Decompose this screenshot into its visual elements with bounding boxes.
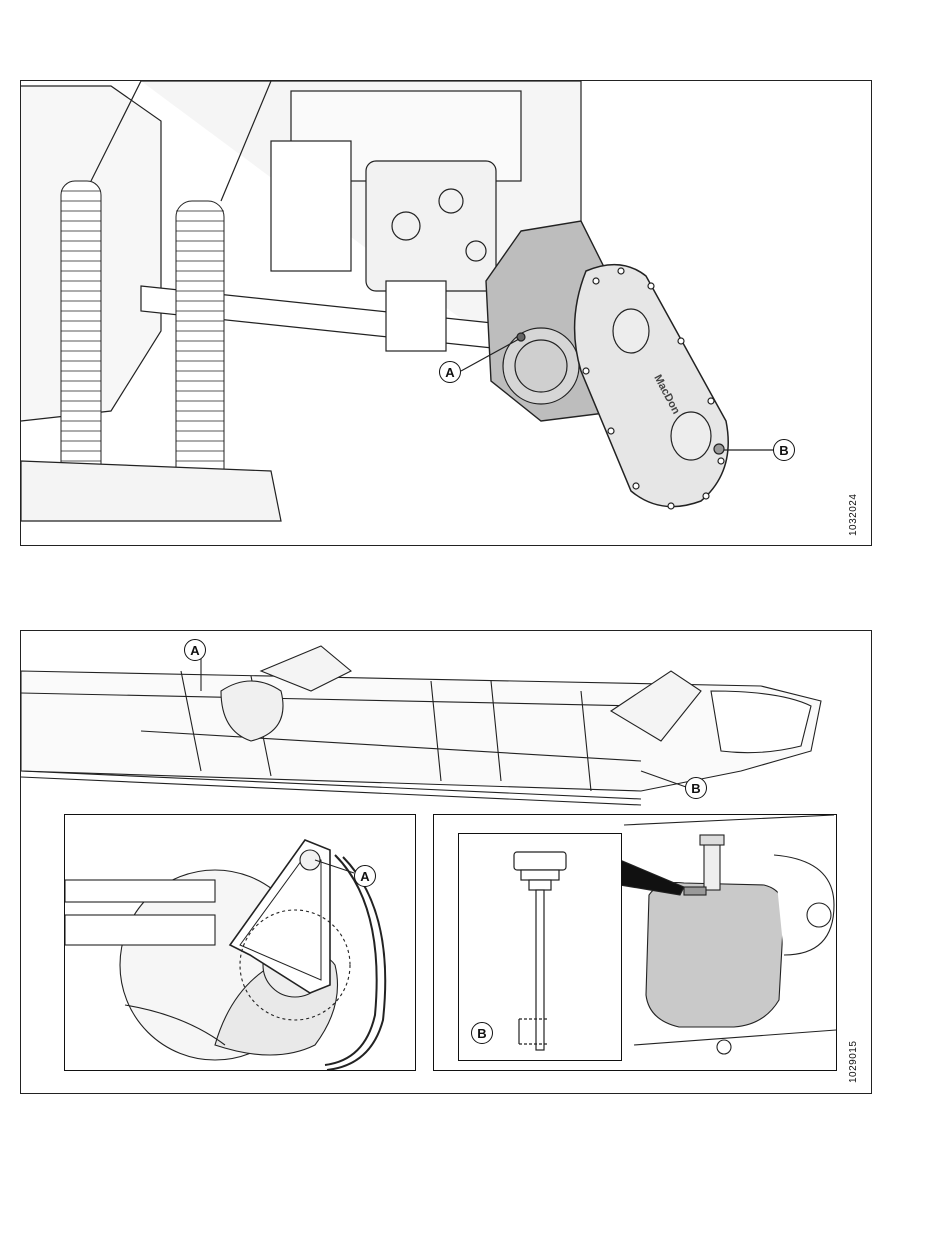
dipstick-detail-box: B	[458, 833, 622, 1061]
figure-1029015: A B A	[20, 630, 872, 1094]
inset-gearbox-dipstick: B	[433, 814, 837, 1071]
inset-drive-detail: A	[64, 814, 416, 1071]
figure-id: 1029015	[848, 1041, 859, 1083]
callout-b-overview: B	[685, 777, 707, 799]
figure-id: 1032024	[848, 494, 859, 536]
callout-a: A	[439, 361, 461, 383]
callout-b: B	[773, 439, 795, 461]
callout-b-inset: B	[471, 1022, 493, 1044]
header-frame-illustration	[21, 631, 871, 811]
callout-a-inset: A	[354, 865, 376, 887]
gearbox-assembly-illustration: MacDon	[21, 81, 871, 545]
figure-1032024: MacDon A B 1032024	[20, 80, 872, 546]
callout-a-overview: A	[184, 639, 206, 661]
drive-sprocket-illustration	[65, 815, 415, 1070]
